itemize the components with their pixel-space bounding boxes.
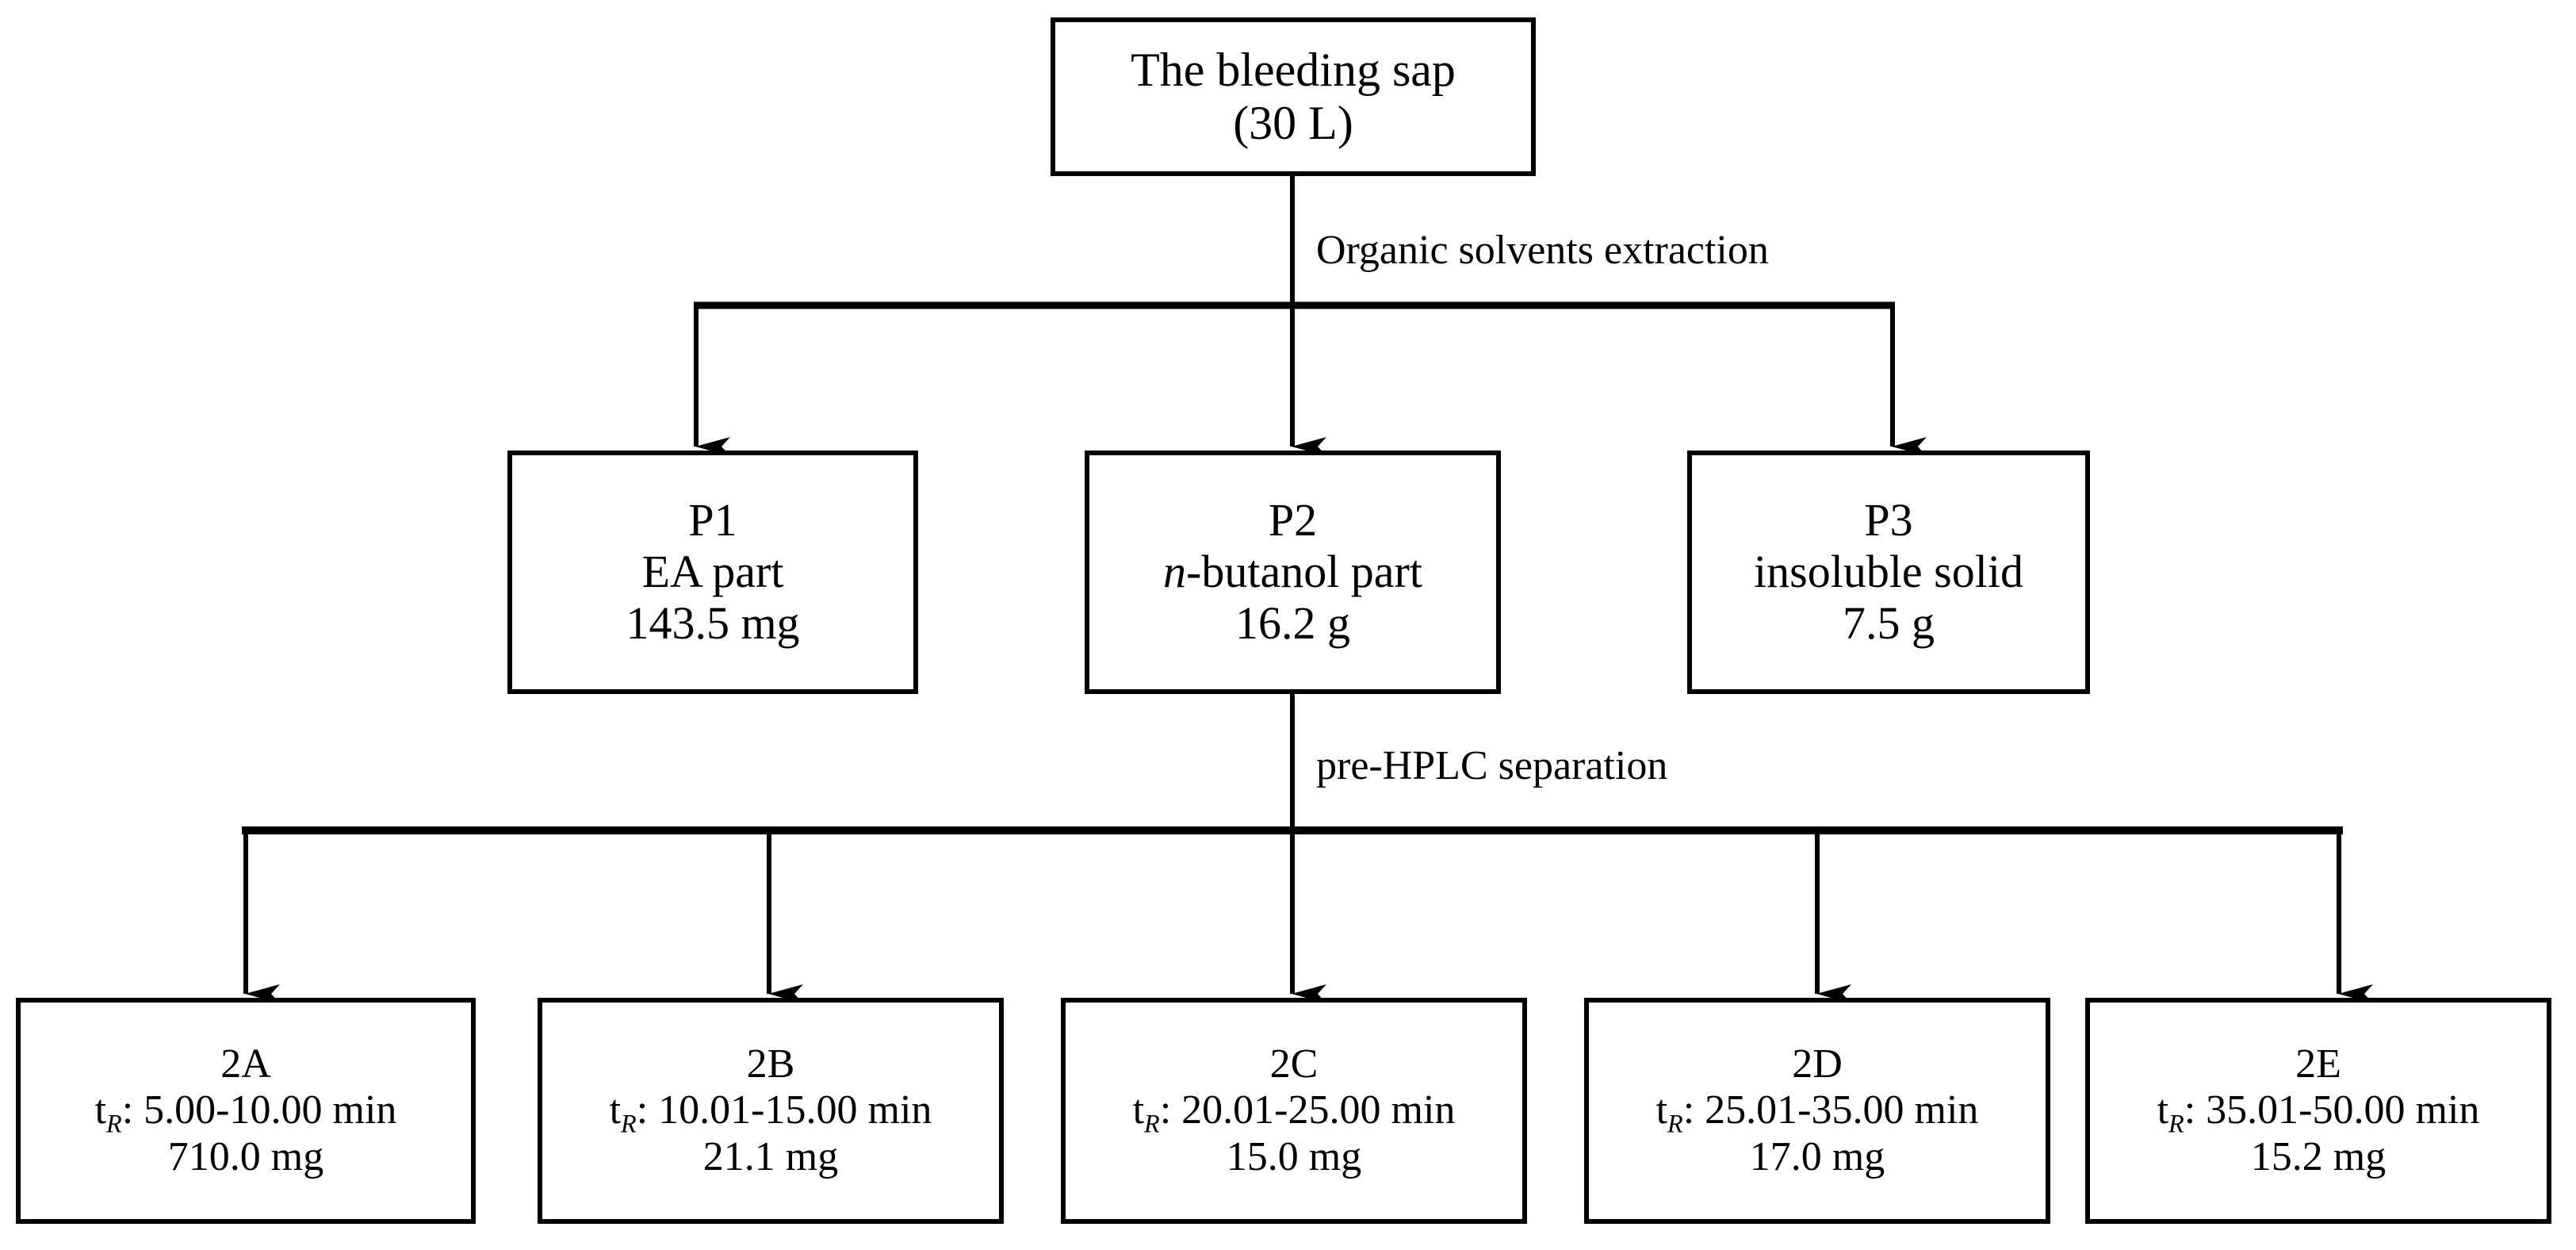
node-p1-description-text: EA part <box>641 546 784 598</box>
node-p3-amount: 7.5 g <box>1843 596 1935 649</box>
node-2b-retention-time: tR: 10.01-15.00 min <box>609 1087 932 1137</box>
node-2c-rt-value: : 20.01-25.00 min <box>1159 1087 1456 1133</box>
node-2d-label: 2D <box>1792 1041 1843 1087</box>
node-2e-rt-value: : 35.01-50.00 min <box>2184 1087 2480 1133</box>
node-2e-rt-prefix: t <box>2157 1087 2169 1133</box>
node-2d-rt-subscript: R <box>1667 1109 1683 1138</box>
node-p2-label: P2 <box>1268 494 1318 546</box>
node-p1[interactable]: P1 EA part 143.5 mg <box>507 451 918 694</box>
node-p2[interactable]: P2 n-butanol part 16.2 g <box>1085 451 1501 694</box>
edge-label-level1: Organic solvents extraction <box>1316 228 1769 273</box>
node-2a-rt-value: : 5.00-10.00 min <box>121 1087 397 1133</box>
node-p3-description-text: insoluble solid <box>1754 546 2023 598</box>
node-2c-retention-time: tR: 20.01-25.00 min <box>1132 1087 1456 1137</box>
node-p2-description-text: -butanol part <box>1186 546 1422 598</box>
node-2c-amount: 15.0 mg <box>1226 1133 1362 1179</box>
node-root[interactable]: The bleeding sap (30 L) <box>1051 17 1536 176</box>
node-2e-rt-subscript: R <box>2168 1109 2184 1138</box>
node-2d-retention-time: tR: 25.01-35.00 min <box>1655 1087 1979 1137</box>
node-2a-rt-prefix: t <box>94 1087 107 1133</box>
node-2e-retention-time: tR: 35.01-50.00 min <box>2157 1087 2480 1137</box>
node-2c-rt-prefix: t <box>1132 1087 1145 1133</box>
node-p3-label: P3 <box>1864 494 1913 546</box>
node-p2-description: n-butanol part <box>1163 546 1422 598</box>
node-2e-label: 2E <box>2295 1041 2341 1087</box>
node-2a-amount: 710.0 mg <box>167 1133 324 1179</box>
node-2b-rt-prefix: t <box>609 1087 622 1133</box>
node-2d-amount: 17.0 mg <box>1749 1133 1885 1179</box>
node-p1-description: EA part <box>642 546 784 598</box>
node-2d-rt-value: : 25.01-35.00 min <box>1682 1087 1979 1133</box>
edge-label-level2: pre-HPLC separation <box>1316 743 1668 788</box>
node-2e-amount: 15.2 mg <box>2250 1133 2387 1179</box>
node-2a-retention-time: tR: 5.00-10.00 min <box>94 1087 397 1137</box>
node-2a[interactable]: 2A tR: 5.00-10.00 min 710.0 mg <box>16 998 476 1224</box>
node-2e[interactable]: 2E tR: 35.01-50.00 min 15.2 mg <box>2085 998 2551 1224</box>
node-2b-rt-subscript: R <box>621 1109 637 1138</box>
node-2b[interactable]: 2B tR: 10.01-15.00 min 21.1 mg <box>538 998 1004 1224</box>
node-p2-italic-prefix: n <box>1163 546 1187 598</box>
node-p1-label: P1 <box>688 494 737 546</box>
node-2d-rt-prefix: t <box>1655 1087 1668 1133</box>
node-2d[interactable]: 2D tR: 25.01-35.00 min 17.0 mg <box>1584 998 2050 1224</box>
node-2c[interactable]: 2C tR: 20.01-25.00 min 15.0 mg <box>1061 998 1527 1224</box>
node-2b-amount: 21.1 mg <box>702 1133 839 1179</box>
node-2b-label: 2B <box>746 1041 795 1087</box>
node-root-line2: (30 L) <box>1233 97 1353 149</box>
node-root-line1: The bleeding sap <box>1131 43 1456 96</box>
node-p2-amount: 16.2 g <box>1235 596 1350 649</box>
node-2b-rt-value: : 10.01-15.00 min <box>636 1087 932 1133</box>
node-p3[interactable]: P3 insoluble solid 7.5 g <box>1687 451 2090 694</box>
node-2c-label: 2C <box>1269 1041 1319 1087</box>
node-p1-amount: 143.5 mg <box>626 596 800 649</box>
node-2a-label: 2A <box>220 1041 271 1087</box>
node-2a-rt-subscript: R <box>106 1109 122 1138</box>
node-p3-description: insoluble solid <box>1754 546 2023 598</box>
node-2c-rt-subscript: R <box>1144 1109 1160 1138</box>
